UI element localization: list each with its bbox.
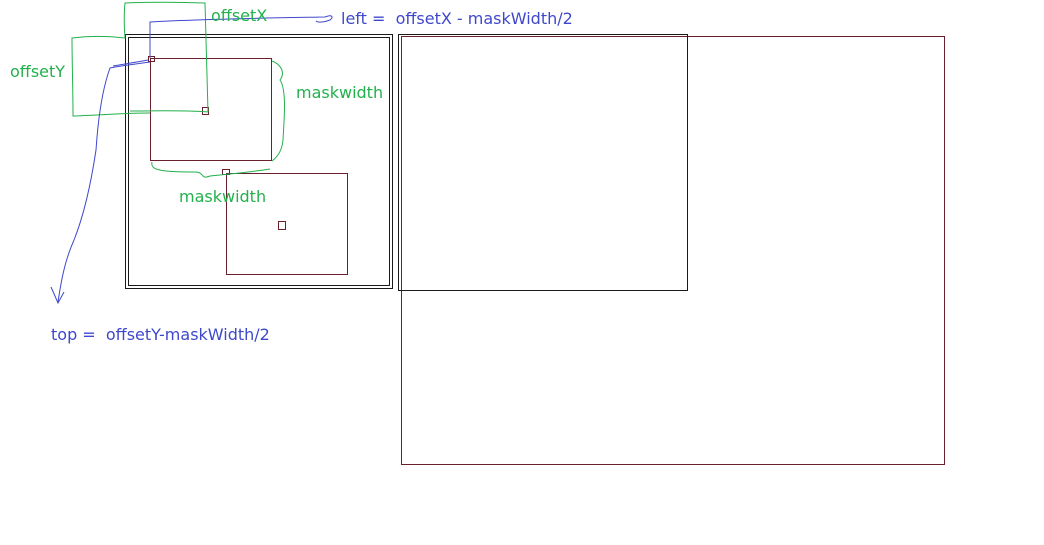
mask-square-top: [150, 58, 272, 161]
mask-width-right-label: maskwidth: [296, 83, 384, 102]
mask-width-right-brace: [271, 60, 285, 162]
offset-y-bracket: [71, 36, 151, 117]
top-formula-arrow: [57, 61, 151, 303]
offset-x-label: offsetX: [211, 6, 268, 25]
mask-width-bottom-label: maskwidth: [179, 187, 267, 206]
left-formula-label: left = offsetX - maskWidth/2: [341, 9, 573, 28]
viewport-box: [398, 34, 688, 291]
left-formula-arrow: [149, 15, 333, 59]
large-box-outline: [401, 36, 945, 465]
mask-width-bottom-brace: [151, 161, 271, 178]
corner-link-line: [112, 59, 149, 67]
offset-y-label: offsetY: [10, 62, 66, 81]
top-formula-label: top = offsetY-maskWidth/2: [51, 325, 270, 344]
cursor-marker-corner: [148, 56, 155, 62]
top-formula-arrowhead: [50, 286, 65, 305]
cursor-marker-center: [202, 107, 209, 115]
mask-square-bottom: [226, 173, 348, 275]
small-box-outer: [125, 34, 393, 289]
offset-x-bracket: [123, 1, 209, 113]
small-box-inner: [128, 37, 390, 286]
cursor-marker-bottom-center: [278, 221, 286, 230]
